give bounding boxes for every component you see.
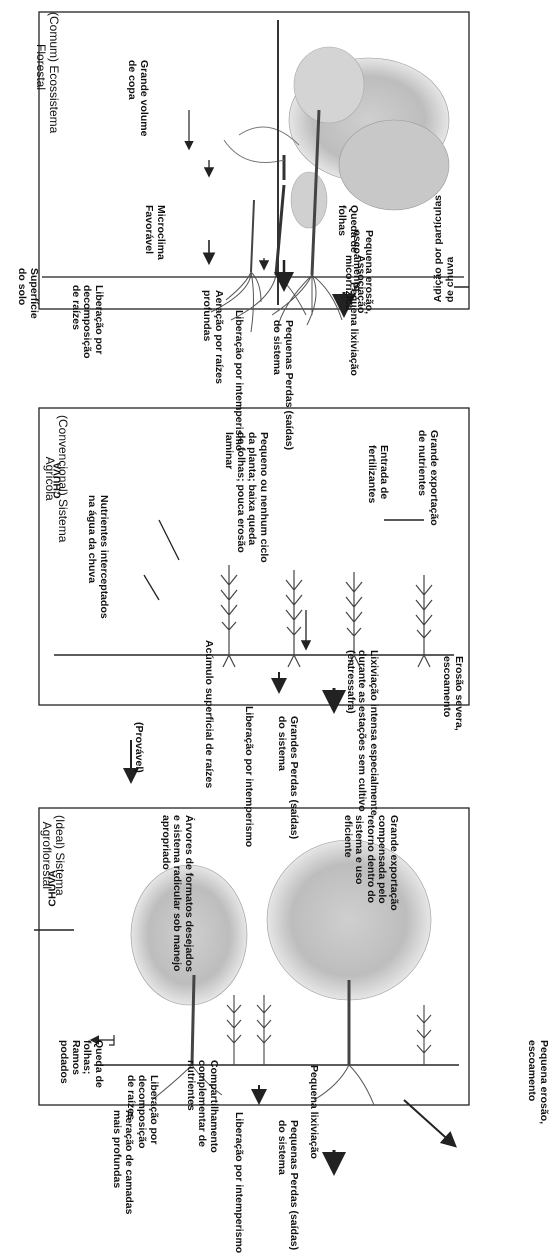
agroforestry-illustration [130,839,432,1106]
agro-rain-label: CHUVA [46,870,59,907]
agro-crop-rows [226,995,432,1065]
conv-leaching: Lixiviação intensa especialmente durante… [345,650,380,816]
agro-losses: Pequenas Perdas (saídas) do sistema [276,1120,301,1251]
agro-trees: Árvores de formatos desejados e sistema … [160,815,195,972]
agro-erosion: Pequena erosão, escoamento [526,1040,551,1125]
conv-rain-label: CHUVA [51,462,64,499]
agro-leaf-fall: Queda de folhas; Ramos podados [58,1040,106,1088]
conv-cycle-label: Pequeno ou nenhum ciclo da planta; baixa… [223,432,271,563]
agro-export: Grande exportação compensada pelo retorn… [342,815,400,911]
conv-intercepted: Nutrientes interceptados na água da chuv… [86,495,111,619]
diagram-stage: (Comum) Ecossistema Florestal Grande vol… [16,11,551,1253]
agro-aeration: Aeração de camadas mais profundas [111,1110,136,1215]
forest-aeration: Aeração por raízes profundas [201,290,226,384]
conv-root-accumulation: Acúmulo superficial de raízes [203,640,215,789]
forest-leaching: Pequena lixiviação [348,282,360,376]
forest-losses: Pequenas Perdas (saídas) do sistema [271,320,296,451]
forest-root-release: Liberação por decomposição de raízes [70,285,105,359]
agro-weathering: Liberação por intemperismo [233,1112,245,1253]
conv-probable: (Provável) [133,722,145,773]
frame-forest [38,11,470,310]
crop-rows [220,565,433,668]
forest-weathering: Liberação por intemperismo [233,310,245,452]
frame-conventional [38,407,470,706]
agro-leaching: Pequena lixiviação [308,1065,320,1159]
rotated-diagram: (Comum) Ecossistema Florestal Grande vol… [16,11,551,1253]
forest-microclimate: Microclima Favorável [143,205,168,260]
conv-erosion: Erosão severa, escoamento [441,656,466,731]
agro-sharing: Compartilhamento complementar de nutrien… [185,1060,220,1153]
conv-fertilizer: Entrada de fertilizantes [366,445,391,504]
forest-illustration [210,46,450,333]
diagram-graphics [34,11,470,1176]
forest-title: (Comum) Ecossistema Florestal [34,12,61,134]
frame-agroforestry [38,807,470,1106]
forest-rain-addition: Adição por partículas de chuva [432,195,456,303]
conv-export: Grande exportação de nutrientes [416,430,441,526]
forest-canopy-label: Grande volume de copa [126,60,151,137]
forest-soil-surface: Superfície do solo [16,268,41,319]
conv-weathering: Liberação por intemperismo [243,706,255,848]
conv-losses: Grandes Perdas (saídas) do sistema [276,716,301,840]
